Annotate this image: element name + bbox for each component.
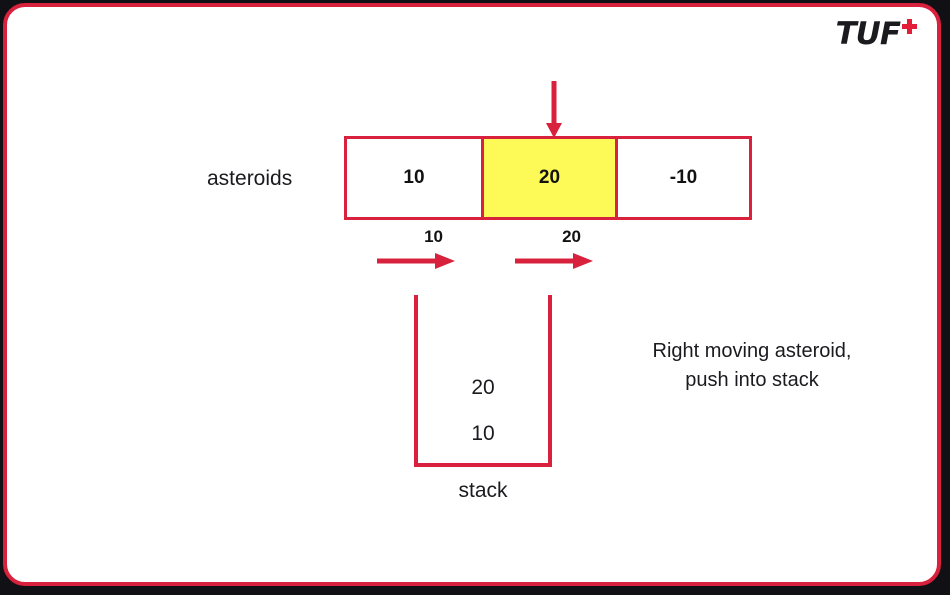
direction-arrow-label: 10 <box>424 227 443 246</box>
stack-item: 20 <box>471 376 495 399</box>
asteroids-label: asteroids <box>207 167 293 190</box>
explanation-note: Right moving asteroid, push into stack <box>607 337 897 395</box>
stack-container: 20 10 <box>414 295 552 467</box>
plus-icon <box>902 19 917 34</box>
stack-item: 10 <box>471 422 495 445</box>
right-arrow-icon <box>377 253 455 269</box>
array-cell: 10 <box>347 139 481 217</box>
tuf-logo: TUF <box>835 16 917 52</box>
down-arrow-icon <box>546 81 562 138</box>
diagram-card: TUF asteroids 10 20 -10 10 20 20 10 stac… <box>3 3 941 586</box>
direction-arrow: 20 <box>515 227 595 273</box>
stack-label: stack <box>458 479 508 502</box>
logo-text: TUF <box>835 16 901 52</box>
direction-arrow-label: 20 <box>562 227 581 246</box>
direction-arrow: 10 <box>377 227 457 273</box>
array-cell: -10 <box>615 139 749 217</box>
right-arrow-icon <box>515 253 593 269</box>
asteroids-array: 10 20 -10 <box>344 136 752 220</box>
array-cell: 20 <box>481 139 615 217</box>
note-line-1: Right moving asteroid, <box>652 340 852 362</box>
note-line-2: push into stack <box>685 369 819 391</box>
